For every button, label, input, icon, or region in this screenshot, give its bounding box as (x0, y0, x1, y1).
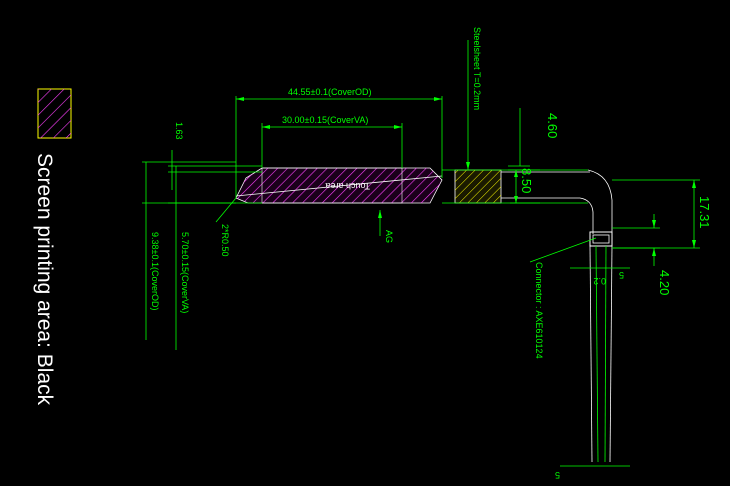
dim-4-60: 4.60 (508, 108, 560, 171)
touch-area-hatch (236, 168, 442, 203)
dim-17-31-label: 17.31 (697, 196, 712, 229)
legend: Screen printing area: Black (33, 88, 72, 406)
legend-label: Screen printing area: Black (33, 153, 56, 406)
radius-note: 2*R0.50 (215, 197, 237, 257)
connector-label: Connector : AXE610124 (534, 262, 544, 359)
radius-label: 2*R0.50 (220, 224, 230, 257)
dim-17-31: 17.31 (612, 179, 712, 249)
dim-cover-va-label: 30.00±0.15(CoverVA) (282, 115, 368, 125)
dim-8-50: 8.50 (510, 168, 540, 204)
steelsheet-label: Steelsheet T=0.2mm (472, 27, 482, 110)
dim-0-2-label: 0.2 (593, 276, 606, 286)
steel-sheet (454, 169, 502, 204)
dim-cover-od-label: 44.55±0.1(CoverOD) (288, 87, 371, 97)
dim-0-2: 0.2 5 (570, 267, 630, 286)
dim-8-50-label: 8.50 (519, 168, 534, 193)
dim-4-20-label: 4.20 (657, 270, 672, 295)
dim-5-small-label: 5 (619, 270, 624, 280)
dim-4-60-label: 4.60 (545, 113, 560, 138)
dim-1-63: 1.63 (168, 122, 262, 190)
dim-5-70-label: 5.70±0.15(CoverVA) (180, 232, 190, 313)
dim-cover-va: 30.00±0.15(CoverVA) (261, 115, 403, 168)
cover-lens-midline (235, 175, 443, 197)
dim-9-38-label: 9.38±0.1(CoverOD) (150, 232, 160, 310)
dim-4-20: 4.20 (612, 214, 672, 295)
dim-1-63-label: 1.63 (174, 122, 184, 140)
dim-9-38: 9.38±0.1(CoverOD) (142, 161, 236, 340)
dim-5-bottom-label: 5 (555, 470, 560, 480)
dim-cover-od: 44.55±0.1(CoverOD) (235, 87, 443, 198)
legend-swatch-hatch (38, 89, 71, 138)
touch-area-box (261, 167, 403, 204)
fpc-tail (442, 169, 613, 463)
touch-area-label: Touch area (325, 181, 370, 191)
ag-label: AG (384, 230, 394, 243)
connector-body (589, 231, 613, 247)
steelsheet-note: Steelsheet T=0.2mm (466, 27, 482, 170)
dim-5-bottom: 5 (555, 465, 630, 480)
cover-lens: Touch area (235, 167, 443, 204)
ag-note: AG (378, 210, 394, 243)
connector-note: Connector : AXE610124 (529, 237, 597, 359)
steel-sheet-hatch (455, 170, 501, 203)
